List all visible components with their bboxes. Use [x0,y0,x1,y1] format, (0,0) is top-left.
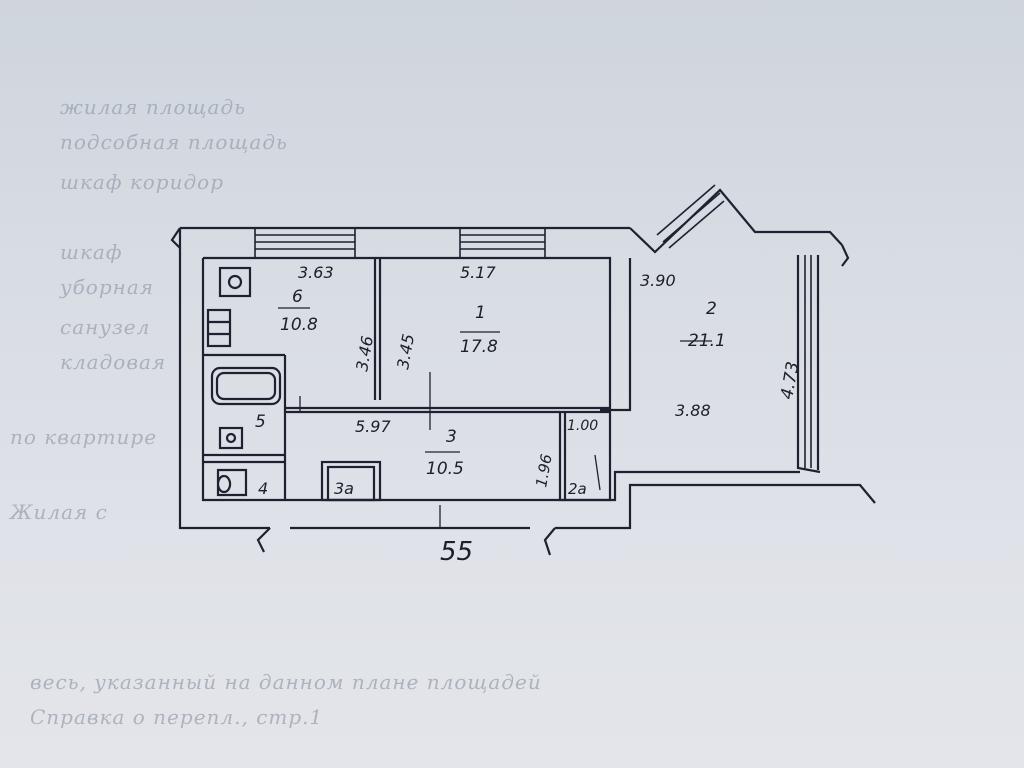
bathtub [210,366,282,406]
wall-break-mark [841,244,850,267]
stamp-number: 55 [440,537,473,567]
stove [218,266,252,298]
faint-background-text: Жилая с [10,500,108,524]
outer-wall [796,255,821,474]
faint-background-text: шкаф коридор [60,170,225,194]
faint-background-text: подсобная площадь [60,130,288,154]
room-2-number: 2 [706,299,717,319]
dimension-room2-top: 3.90 [640,271,676,290]
closet-3a-inner [326,465,376,502]
faint-background-text: Справка о перепл., стр.1 [30,705,324,729]
wall-break-mark [543,527,556,556]
dimension-line [594,454,601,491]
wc-4-label: 4 [258,479,268,498]
bathtub-inner [215,371,277,401]
faint-background-text: шкаф [60,240,123,264]
room-3-number: 3 [446,427,457,447]
dimension-room6-top: 3.63 [298,263,334,282]
faint-background-text: кладовая [60,350,167,374]
closet-2a [558,410,612,502]
toilet [216,468,248,497]
faint-background-text: жилая площадь [60,95,247,119]
closet-2a-label: 2а [568,480,587,498]
inner-wall [600,258,632,412]
room-6-area: 10.8 [280,315,318,335]
dimension-closet-height: 1.96 [532,453,556,489]
faint-background-text: санузел [60,315,151,339]
dimension-room2-bottom: 3.88 [675,401,711,420]
room-3-area: 10.5 [426,459,464,479]
faint-background-text: весь, указанный на данном плане площадей [30,670,542,694]
room-2-area: 21.1 [688,331,726,351]
room-5-number: 5 [255,412,266,432]
kitchen-counter [206,308,232,348]
closet-3a-label: 3а [334,479,354,498]
dimension-closet-width: 1.00 [567,418,598,434]
outer-wall [629,188,843,254]
watermark-overlay [110,300,910,500]
sink [218,426,244,450]
dimension-corridor-length: 5.97 [355,417,391,436]
window [254,228,356,258]
wall-break-mark [170,227,181,249]
wall-break-mark [256,527,271,553]
sink-drain [225,432,237,444]
faint-background-text: по квартире [10,425,158,449]
room-1-number: 1 [475,303,486,323]
inner-wall [203,256,612,410]
dimension-room1-top: 5.17 [460,263,496,282]
outer-wall [555,483,876,530]
room-6-number: 6 [292,287,303,307]
balcony-window [656,184,812,468]
faint-background-text: уборная [60,275,154,299]
stove-burner [227,274,243,290]
inner-wall [201,258,800,502]
outer-wall [178,228,270,530]
room-1-area: 17.8 [460,337,498,357]
window [459,228,546,258]
